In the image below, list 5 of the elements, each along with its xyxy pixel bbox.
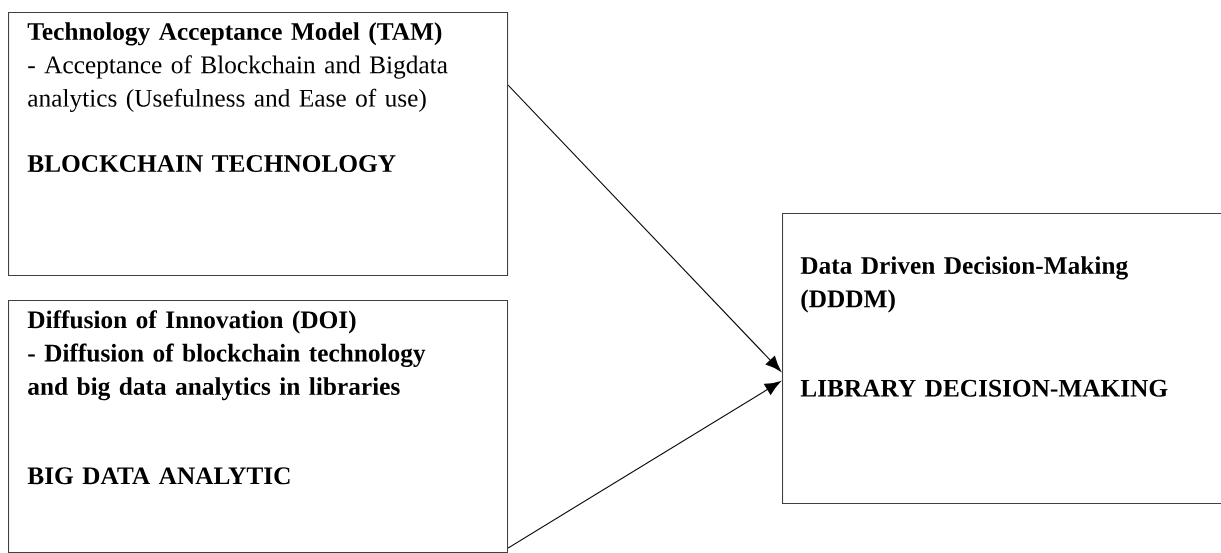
- text-box: Technology Acceptance Model (TAM) - Acceptance of Blockchain and Bigdata analytics (Usefulness and Ease of use) BLOCKCHAIN TECHNOLOGY: [8, 12, 509, 277]
- arrow: [507, 84, 782, 372]
- text-box: Data Driven Decision-Making (DDDM) LIBRARY DECISION-MAKING: [782, 213, 1221, 505]
- arrow: [507, 381, 781, 549]
- text-box: Diffusion of Innovation (DOI) - Diffusion of blockchain technology and big data analytics in libraries BIG DATA ANALYTIC: [8, 300, 509, 553]
